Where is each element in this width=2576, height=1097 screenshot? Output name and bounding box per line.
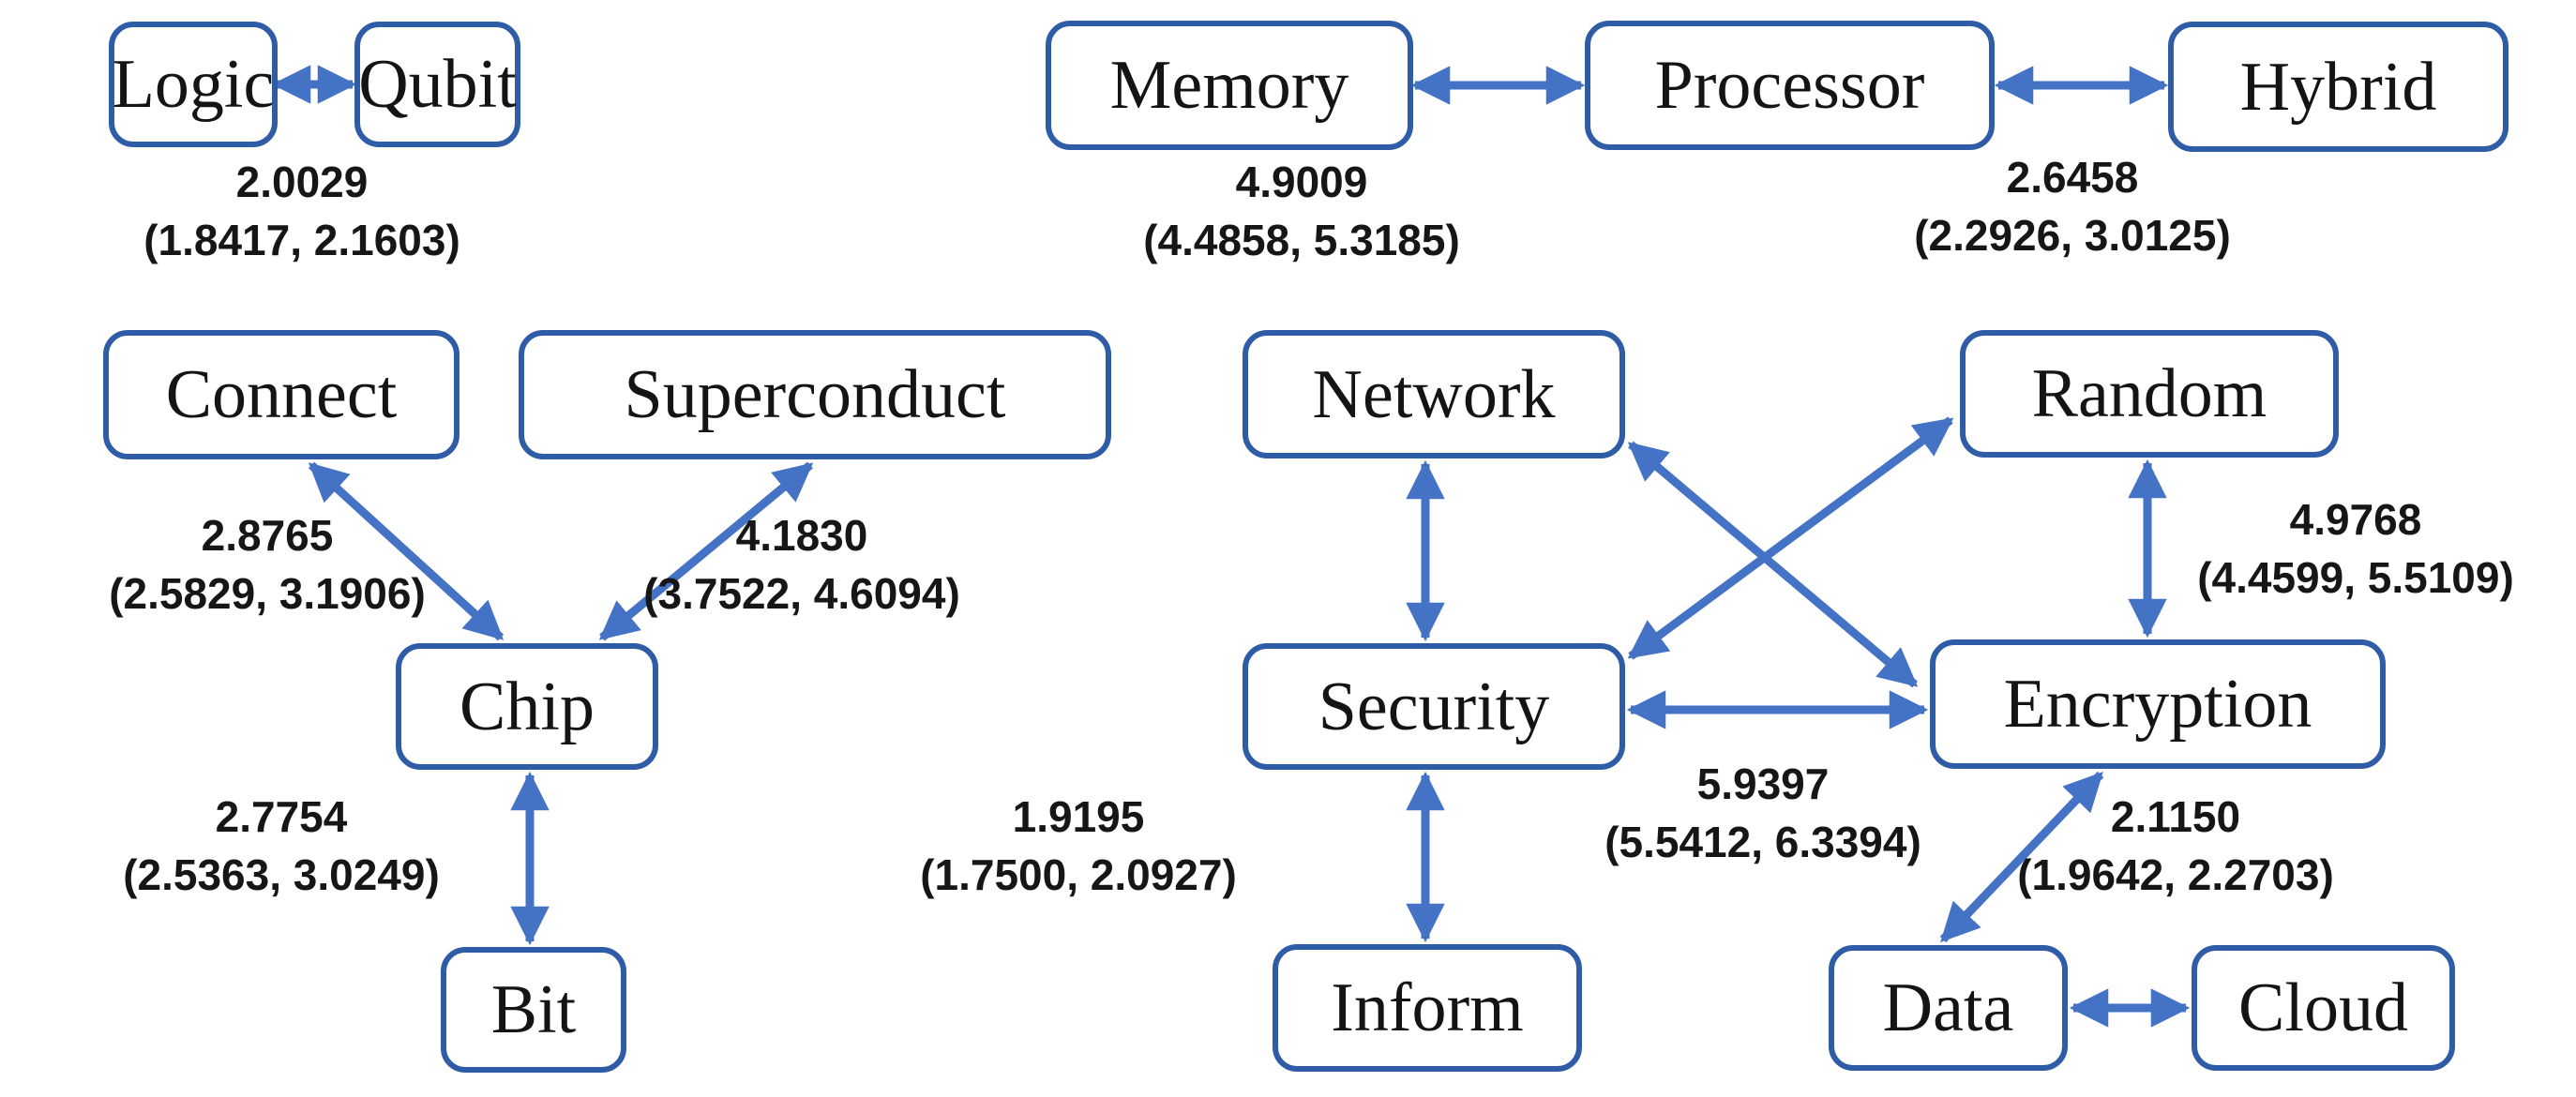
edge-confidence-interval: (1.8417, 2.1603): [143, 216, 460, 264]
node-label: Chip: [459, 668, 595, 745]
edge-confidence-interval: (1.9642, 2.2703): [2017, 850, 2334, 899]
edge-weight: 2.0029: [235, 158, 369, 206]
edge-confidence-interval: (2.2926, 3.0125): [1914, 211, 2231, 260]
edge-connect-chip: [308, 461, 505, 641]
node-cloud: Cloud: [2192, 945, 2455, 1071]
edge-superconduct-chip: [598, 461, 814, 641]
edge-confidence-interval: (5.5412, 6.3394): [1604, 818, 1921, 866]
edge-label-chip-bit: 2.7754 (2.5363, 3.0249): [123, 788, 440, 904]
node-label: Cloud: [2238, 969, 2408, 1046]
node-network: Network: [1243, 330, 1625, 458]
node-random: Random: [1960, 330, 2339, 458]
node-label: Logic: [112, 46, 275, 123]
node-label: Network: [1312, 355, 1556, 433]
edge-label-random-encryption: 4.9768 (4.4599, 5.5109): [2197, 490, 2514, 607]
node-label: Bit: [490, 971, 577, 1048]
node-qubit: Qubit: [354, 22, 520, 147]
edge-weight: 2.8765: [201, 511, 334, 560]
node-inform: Inform: [1273, 944, 1582, 1072]
node-superconduct: Superconduct: [519, 330, 1111, 459]
edge-label-superconduct-chip: 4.1830 (3.7522, 4.6094): [643, 506, 960, 623]
edge-weight: 2.1150: [2110, 792, 2241, 841]
node-label: Connect: [165, 356, 398, 433]
edge-label-security-encryption: 5.9397 (5.5412, 6.3394): [1604, 755, 1921, 871]
edge-weight: 4.9768: [2289, 495, 2422, 544]
edge-confidence-interval: (2.5363, 3.0249): [123, 850, 440, 899]
node-label: Data: [1882, 969, 2014, 1046]
node-memory: Memory: [1046, 21, 1413, 150]
edge-label-logic-qubit: 2.0029 (1.8417, 2.1603): [143, 153, 460, 269]
edge-confidence-interval: (3.7522, 4.6094): [643, 569, 960, 618]
node-label: Inform: [1331, 969, 1524, 1046]
node-label: Security: [1318, 668, 1550, 745]
edge-weight: 4.1830: [735, 511, 868, 560]
node-bit: Bit: [441, 947, 626, 1073]
node-data: Data: [1829, 945, 2068, 1071]
node-label: Hybrid: [2239, 48, 2437, 126]
node-logic: Logic: [109, 22, 278, 147]
edge-confidence-interval: (1.7500, 2.0927): [920, 850, 1237, 899]
edge-security-random: [1627, 416, 1954, 660]
edge-weight: 1.9195: [1012, 792, 1145, 841]
node-chip: Chip: [396, 643, 658, 770]
edge-label-connect-chip: 2.8765 (2.5829, 3.1906): [109, 506, 426, 623]
edge-label-encryption-data: 2.1150 (1.9642, 2.2703): [2017, 788, 2334, 904]
node-label: Random: [2031, 355, 2267, 432]
node-label: Processor: [1654, 47, 1925, 124]
node-connect: Connect: [103, 330, 459, 459]
edge-weight: 5.9397: [1696, 759, 1830, 808]
edge-weight: 2.6458: [2006, 153, 2139, 202]
edge-label-processor-hybrid: 2.6458 (2.2926, 3.0125): [1914, 148, 2231, 264]
node-label: Memory: [1109, 47, 1349, 124]
edge-encryption-data: [1939, 771, 2104, 943]
node-label: Superconduct: [624, 356, 1006, 433]
edge-weight: 2.7754: [215, 792, 348, 841]
node-label: Qubit: [358, 46, 517, 123]
edge-confidence-interval: (4.4858, 5.3185): [1143, 216, 1460, 264]
edge-weight: 4.9009: [1235, 158, 1368, 206]
node-encryption: Encryption: [1930, 639, 2386, 769]
edge-label-security-inform: 1.9195 (1.7500, 2.0927): [920, 788, 1237, 904]
edge-confidence-interval: (4.4599, 5.5109): [2197, 553, 2514, 602]
node-hybrid: Hybrid: [2168, 22, 2508, 152]
node-security: Security: [1243, 643, 1625, 770]
node-processor: Processor: [1585, 21, 1995, 150]
edge-confidence-interval: (2.5829, 3.1906): [109, 569, 426, 618]
node-label: Encryption: [2003, 666, 2312, 743]
edge-label-memory-processor: 4.9009 (4.4858, 5.3185): [1143, 153, 1460, 269]
